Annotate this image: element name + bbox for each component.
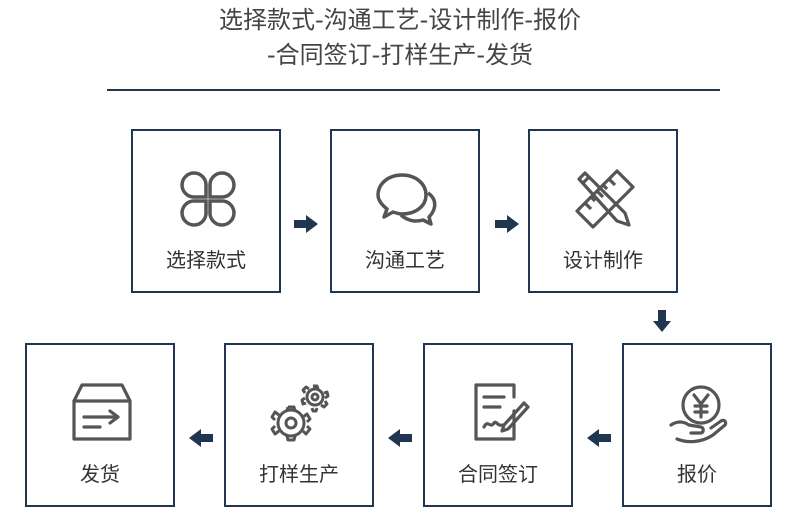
step-label: 设计制作 [563, 248, 643, 272]
step-label: 发货 [80, 462, 120, 486]
arrow-left-icon [388, 429, 412, 447]
process-title-line-1: 选择款式-沟通工艺-设计制作-报价 [219, 6, 581, 34]
step-label: 沟通工艺 [365, 248, 445, 272]
step-contract-signing: 合同签订 [423, 343, 573, 507]
arrow-left-icon [587, 429, 611, 447]
step-label: 选择款式 [166, 248, 246, 272]
arrow-down-icon [653, 310, 671, 332]
step-communicate-craft: 沟通工艺 [330, 129, 480, 293]
arrow-right-icon [294, 215, 318, 233]
gears-icon [270, 384, 330, 442]
delivery-box-icon [72, 383, 132, 441]
contract-sign-icon [474, 383, 530, 441]
arrow-right-icon [495, 215, 519, 233]
arrow-left-icon [189, 429, 213, 447]
step-label: 打样生产 [259, 462, 339, 486]
step-quotation: 报价 [622, 343, 772, 507]
chat-bubbles-icon [376, 173, 437, 226]
step-design-production: 设计制作 [528, 129, 678, 293]
step-select-style: 选择款式 [131, 129, 281, 293]
step-label: 报价 [677, 462, 717, 486]
pencil-ruler-icon [575, 169, 635, 229]
step-sample-production: 打样生产 [224, 343, 374, 507]
title-divider [107, 89, 720, 91]
step-shipping: 发货 [25, 343, 175, 507]
process-title-line-2: -合同签订-打样生产-发货 [267, 41, 533, 69]
yen-coin-hand-icon [669, 385, 728, 444]
step-label: 合同签订 [458, 462, 538, 486]
four-petal-grid-icon [180, 171, 236, 227]
